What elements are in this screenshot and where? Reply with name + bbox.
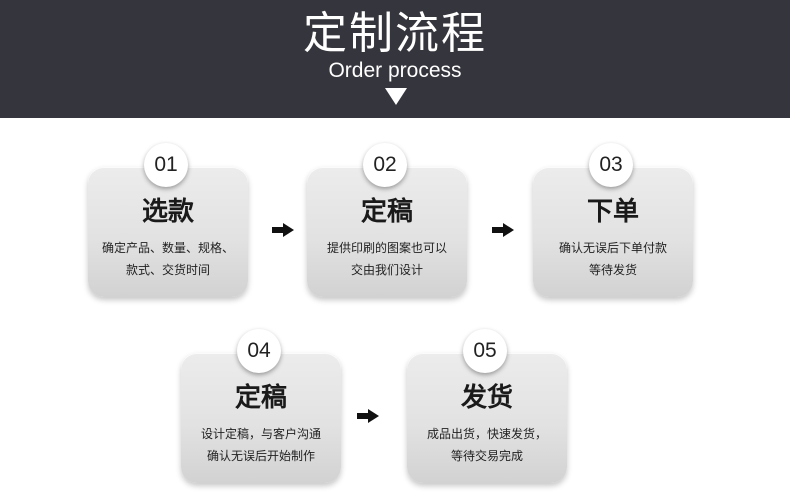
step-number-badge: 04 — [237, 329, 281, 373]
step-title: 定稿 — [234, 383, 287, 413]
header-banner: 定制流程 Order process — [0, 0, 790, 118]
triangle-down-icon — [385, 88, 407, 105]
step-number-badge: 01 — [144, 143, 188, 187]
step-title: 定稿 — [360, 197, 413, 227]
step-number-badge: 02 — [363, 143, 407, 187]
step-description-line: 确认无误后开始制作 — [206, 449, 315, 463]
arrow-right-icon — [492, 223, 514, 237]
step-description-line: 提供印刷的图案也可以 — [326, 241, 447, 255]
step-card-05: 05 发货 成品出货，快速发货， 等待交易完成 — [407, 329, 567, 483]
step-card-04: 04 定稿 设计定稿，与客户沟通 确认无误后开始制作 — [181, 329, 341, 483]
step-description-line: 等待交易完成 — [450, 449, 523, 463]
step-title: 发货 — [460, 383, 513, 413]
step-description: 设计定稿，与客户沟通 确认无误后开始制作 — [181, 423, 341, 467]
step-card-01: 01 选款 确定产品、数量、规格、 款式、交货时间 — [88, 143, 248, 297]
page-title: 定制流程 — [303, 8, 487, 59]
arrow-right-icon — [272, 223, 294, 237]
step-card-03: 03 下单 确认无误后下单付款 等待发货 — [533, 143, 693, 297]
step-description-line: 确定产品、数量、规格、 — [101, 241, 234, 255]
step-description: 确定产品、数量、规格、 款式、交货时间 — [88, 237, 248, 281]
step-description: 成品出货，快速发货， 等待交易完成 — [407, 423, 567, 467]
step-number-badge: 03 — [589, 143, 633, 187]
step-description-line: 等待发货 — [588, 263, 637, 277]
step-description-line: 确认无误后下单付款 — [558, 241, 667, 255]
step-title: 下单 — [586, 197, 639, 227]
page-subtitle: Order process — [328, 59, 462, 82]
step-card-02: 02 定稿 提供印刷的图案也可以 交由我们设计 — [307, 143, 467, 297]
step-description-line: 设计定稿，与客户沟通 — [200, 427, 321, 441]
step-description: 提供印刷的图案也可以 交由我们设计 — [307, 237, 467, 281]
step-description: 确认无误后下单付款 等待发货 — [533, 237, 693, 281]
step-description-line: 交由我们设计 — [350, 263, 423, 277]
step-number-badge: 05 — [463, 329, 507, 373]
step-title: 选款 — [141, 197, 194, 227]
step-description-line: 款式、交货时间 — [125, 263, 210, 277]
arrow-right-icon — [357, 409, 379, 423]
step-description-line: 成品出货，快速发货， — [426, 427, 547, 441]
